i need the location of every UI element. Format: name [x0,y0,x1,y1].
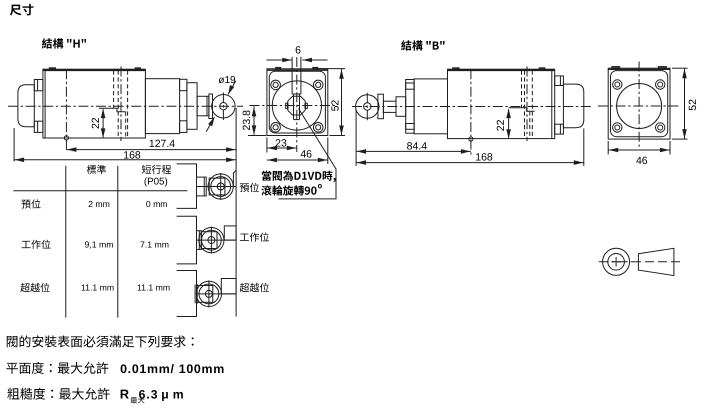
svg-text:ø19: ø19 [218,75,236,86]
svg-text:52: 52 [331,100,342,112]
svg-text:84.4: 84.4 [407,141,428,153]
svg-text:0 mm: 0 mm [146,199,168,209]
svg-text:11.1 mm: 11.1 mm [81,283,114,293]
svg-text:R: R [120,387,130,402]
svg-text:52: 52 [687,99,699,111]
svg-text:(P05): (P05) [144,177,168,188]
svg-text:23: 23 [275,138,287,150]
svg-text:127.4: 127.4 [149,138,175,150]
svg-text:46: 46 [300,148,312,160]
svg-text:22: 22 [90,117,102,129]
svg-text:μ: μ [161,388,168,402]
svg-text:0.01mm/ 100mm: 0.01mm/ 100mm [120,362,225,376]
svg-text:7.1 mm: 7.1 mm [140,239,169,249]
svg-text:23.8: 23.8 [241,110,253,131]
svg-text:168: 168 [475,151,493,163]
svg-text:m: m [173,388,184,402]
svg-text:9,1 mm: 9,1 mm [85,239,114,249]
svg-text:2 mm: 2 mm [88,199,110,209]
svg-text:22: 22 [495,119,507,131]
svg-text:6: 6 [295,44,301,56]
svg-text:11.1 mm: 11.1 mm [137,283,170,293]
svg-text:168: 168 [123,149,141,161]
svg-text:6.3: 6.3 [139,388,159,402]
svg-text:46: 46 [636,155,648,167]
